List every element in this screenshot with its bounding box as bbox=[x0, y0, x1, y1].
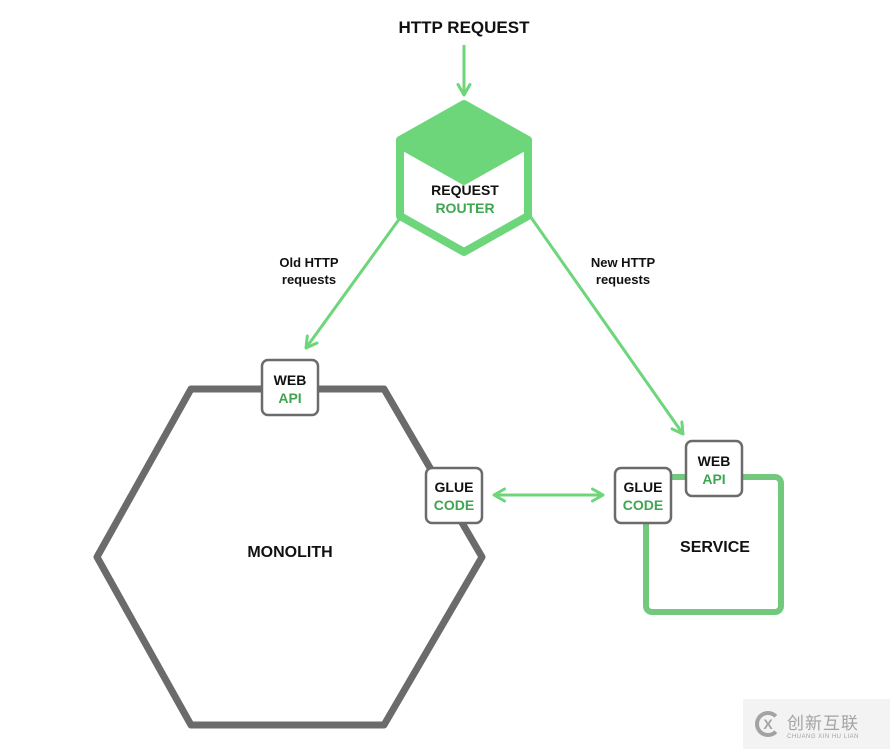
new-requests-label-line2: requests bbox=[596, 272, 650, 287]
new-requests-arrow bbox=[528, 215, 685, 436]
service-glue-code-box: GLUE CODE bbox=[613, 466, 673, 525]
service-glue-code-line1: GLUE bbox=[624, 479, 663, 495]
monolith-glue-code-line1: GLUE bbox=[435, 479, 474, 495]
service-label: SERVICE bbox=[680, 539, 750, 556]
service-web-api-box: WEB API bbox=[684, 439, 744, 498]
old-requests-label-line1: Old HTTP bbox=[279, 255, 339, 270]
service-glue-code-line2: CODE bbox=[623, 497, 663, 513]
watermark-text: 创新互联 CHUANG XIN HU LIAN bbox=[787, 709, 859, 740]
http-request-title: HTTP REQUEST bbox=[399, 18, 531, 37]
monolith-glue-code-box: GLUE CODE bbox=[424, 466, 484, 525]
old-requests-arrow bbox=[304, 217, 402, 350]
monolith-web-api-line2: API bbox=[278, 390, 301, 406]
old-requests-label-line2: requests bbox=[282, 272, 336, 287]
monolith-web-api-box: WEB API bbox=[260, 358, 320, 417]
watermark-chinese: 创新互联 bbox=[787, 713, 859, 734]
monolith-glue-code-line2: CODE bbox=[434, 497, 474, 513]
watermark-logo-icon: X bbox=[755, 711, 781, 737]
service-web-api-line2: API bbox=[702, 471, 725, 487]
request-router: REQUEST ROUTER bbox=[396, 100, 532, 256]
monolith-label: MONOLITH bbox=[247, 544, 332, 561]
router-hexagon-top-fill bbox=[397, 101, 531, 185]
watermark: X 创新互联 CHUANG XIN HU LIAN bbox=[743, 699, 890, 749]
router-label-line1: REQUEST bbox=[431, 182, 499, 198]
monolith-web-api-line1: WEB bbox=[274, 372, 307, 388]
new-requests-label-line1: New HTTP bbox=[591, 255, 656, 270]
monolith-hexagon bbox=[93, 385, 486, 729]
watermark-pinyin: CHUANG XIN HU LIAN bbox=[787, 733, 860, 740]
service: SERVICE WEB API GLUE CODE bbox=[613, 439, 784, 615]
service-web-api-line1: WEB bbox=[698, 453, 731, 469]
monolith: MONOLITH WEB API GLUE CODE bbox=[93, 358, 486, 729]
router-label-line2: ROUTER bbox=[435, 200, 494, 216]
